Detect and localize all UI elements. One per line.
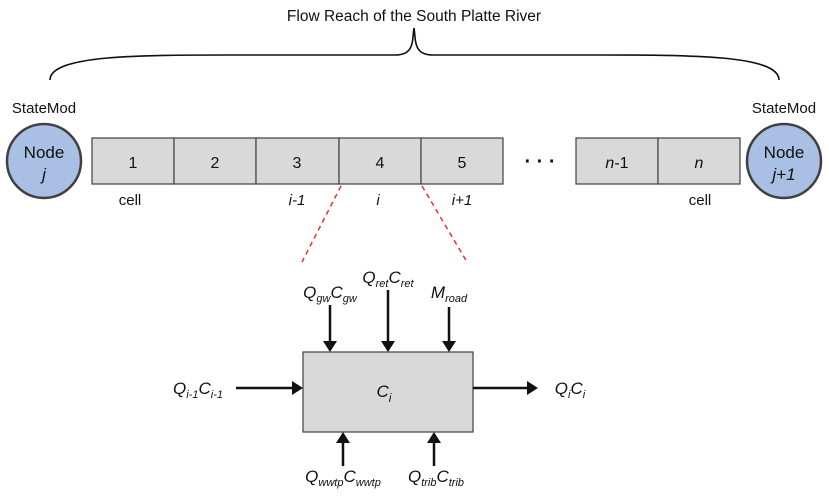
cell-box [575,137,659,185]
cell-number: 3 [293,155,302,172]
cell-number: 1 [129,155,138,172]
arrow-ret [381,290,395,352]
node-right-index: j+1 [770,165,795,184]
node-right-label: Node [764,143,805,162]
arrow-trib [427,432,441,466]
index-label-i-plus-1: i+1 [452,192,472,209]
node-left-index: j [40,165,47,184]
cells-ellipsis: · · · [524,151,555,173]
node-right-circle [745,122,823,200]
arrow-gw [323,305,337,352]
control-volume-box [302,351,474,433]
flux-label-outflow: QiCi [555,379,586,401]
arrow-upstream-inflow [236,381,303,395]
cell-box [420,137,504,185]
node-left-statemod-label: StateMod [12,100,76,117]
control-volume-label: Ci [377,382,392,405]
flux-label-road: Mroad [431,283,468,305]
cell-label-right: cell [689,192,712,209]
cell-number: 2 [211,155,220,172]
flux-label-trib: QtribCtrib [408,467,464,489]
cell-label-left: cell [119,192,142,209]
cell-number-n: n [695,155,704,172]
arrow-road [442,307,456,352]
cell-number: 4 [376,155,385,172]
flux-label-ret: QretCret [362,268,414,290]
cell-box [255,137,340,185]
cell-box [657,137,741,185]
cell-number: 5 [458,155,467,172]
zoom-leader-left [301,185,342,263]
zoom-leader-right [421,185,468,263]
arrow-outflow [473,381,538,395]
cell-number-n-minus-1: n-1 [605,155,628,172]
node-right-statemod-label: StateMod [752,100,816,117]
index-label-i-minus-1: i-1 [289,192,306,209]
flux-label-upstream: Qi-1Ci-1 [173,379,223,401]
cell-box [91,137,175,185]
flux-label-wwtp: QwwtpCwwtp [305,467,381,489]
node-left-circle [5,122,83,200]
node-left-label: Node [24,143,65,162]
cell-box [173,137,257,185]
index-label-i: i [376,192,380,209]
diagram-title: Flow Reach of the South Platte River [287,8,541,25]
flux-label-gw: QgwCgw [303,283,358,305]
arrow-wwtp [336,432,350,466]
reach-brace [49,27,780,81]
